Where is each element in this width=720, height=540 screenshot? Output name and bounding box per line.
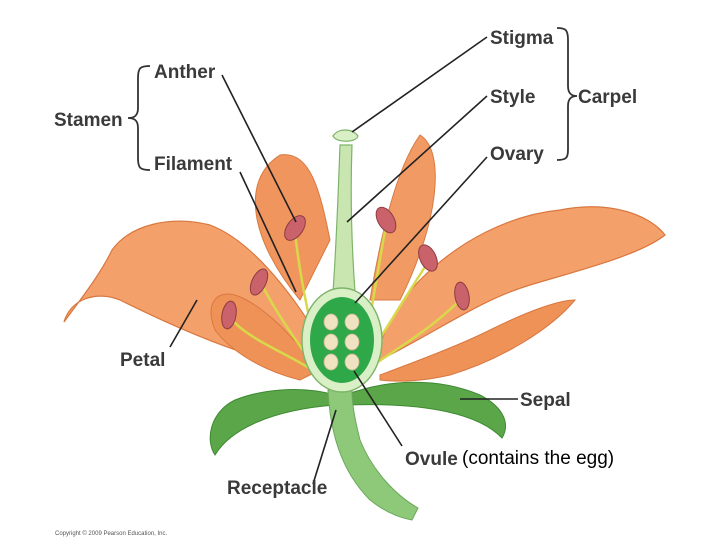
label-anther: Anther bbox=[154, 62, 216, 83]
leader-filament bbox=[239, 171, 297, 293]
copyright-text: Copyright © 2009 Pearson Education, Inc. bbox=[55, 530, 167, 537]
leader-style bbox=[346, 95, 488, 223]
stigma bbox=[332, 129, 359, 142]
label-receptacle: Receptacle bbox=[227, 478, 327, 499]
sepal-right bbox=[344, 381, 506, 439]
ovules bbox=[323, 313, 360, 371]
anther bbox=[249, 268, 269, 296]
back-petal-right bbox=[369, 134, 436, 301]
label-ovule-note: (contains the egg) bbox=[462, 448, 614, 469]
anther bbox=[221, 300, 237, 330]
anther bbox=[284, 215, 306, 241]
label-stamen: Stamen bbox=[54, 110, 123, 131]
label-carpel: Carpel bbox=[578, 87, 637, 108]
carpel-brace bbox=[556, 27, 578, 161]
petal-right bbox=[374, 206, 666, 361]
label-petal: Petal bbox=[120, 350, 165, 371]
label-style: Style bbox=[490, 87, 535, 108]
leader-ovule bbox=[353, 370, 403, 447]
leader-receptacle bbox=[312, 409, 337, 485]
petal-right-lower bbox=[379, 299, 577, 382]
label-ovule: Ovule bbox=[405, 449, 458, 470]
stem bbox=[327, 389, 419, 521]
label-filament: Filament bbox=[154, 154, 233, 175]
leader-lines bbox=[169, 36, 518, 485]
leader-ovary bbox=[354, 156, 488, 304]
label-ovary: Ovary bbox=[490, 144, 544, 165]
anther bbox=[454, 281, 470, 311]
leader-anther bbox=[221, 74, 297, 223]
stamen-brace bbox=[127, 65, 151, 171]
ovary-chamber bbox=[310, 297, 374, 383]
anther bbox=[418, 244, 438, 272]
sepal-left bbox=[209, 389, 336, 456]
label-stigma: Stigma bbox=[490, 28, 554, 49]
leader-petal bbox=[169, 299, 198, 348]
anther bbox=[375, 206, 397, 234]
leader-stigma bbox=[351, 36, 488, 133]
anthers bbox=[221, 206, 470, 330]
label-sepal: Sepal bbox=[520, 390, 571, 411]
